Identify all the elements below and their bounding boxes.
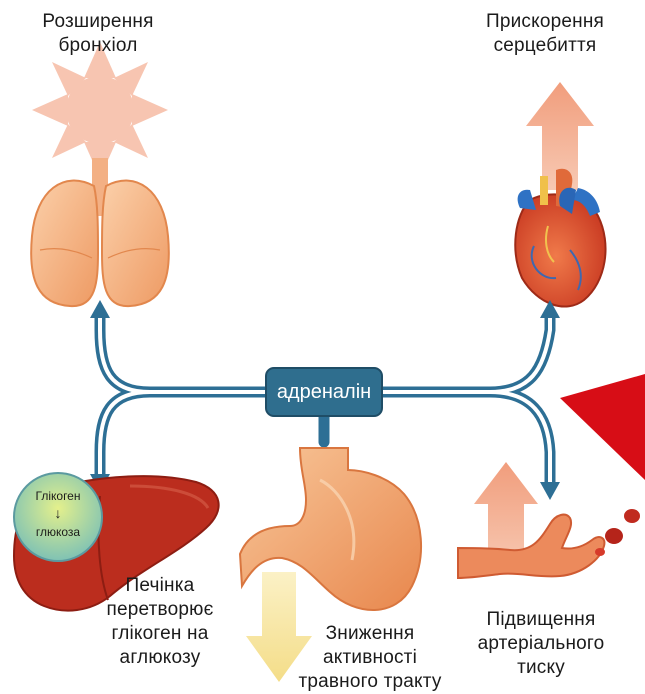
arrow-to-lungs-icon	[90, 300, 110, 318]
pressure-label: Підвищення артеріального тиску	[466, 608, 616, 680]
heart-label-line2: серцебиття	[470, 34, 620, 58]
lungs-icon	[31, 158, 169, 306]
heart-icon	[515, 169, 605, 307]
liver-label-line3: глікоген на	[88, 622, 232, 646]
pressure-label-line3: тиску	[466, 656, 616, 680]
liver-label: Печінка перетворює глікоген на аглюкозу	[88, 574, 232, 670]
pressure-label-line2: артеріального	[466, 632, 616, 656]
conversion-arrow-icon: ↓	[18, 505, 98, 521]
bronchi-label-line2: бронхіол	[28, 34, 168, 58]
stomach-label: Зниження активності травного тракту	[290, 622, 450, 694]
pressure-label-line1: Підвищення	[466, 608, 616, 632]
liver-label-line4: аглюкозу	[88, 646, 232, 670]
bronchi-label: Розширення бронхіол	[28, 10, 168, 58]
blood-vessel-icon	[458, 509, 640, 578]
stomach-label-line1: Зниження	[290, 622, 450, 646]
glucose-text: глюкоза	[18, 525, 98, 539]
stomach-label-line2: активності	[290, 646, 450, 670]
burst-arrows-icon	[32, 42, 168, 178]
liver-label-line1: Печінка	[88, 574, 232, 598]
heart-label: Прискорення серцебиття	[470, 10, 620, 58]
heart-label-line1: Прискорення	[470, 10, 620, 34]
accent-triangle	[560, 374, 645, 480]
arrow-to-pressure-icon	[540, 482, 560, 500]
bronchi-label-line1: Розширення	[28, 10, 168, 34]
stomach-label-line3: травного тракту	[290, 670, 450, 694]
adrenaline-label: адреналін	[268, 371, 380, 413]
liver-label-line2: перетворює	[88, 598, 232, 622]
glycogen-text: Глікоген	[18, 489, 98, 503]
